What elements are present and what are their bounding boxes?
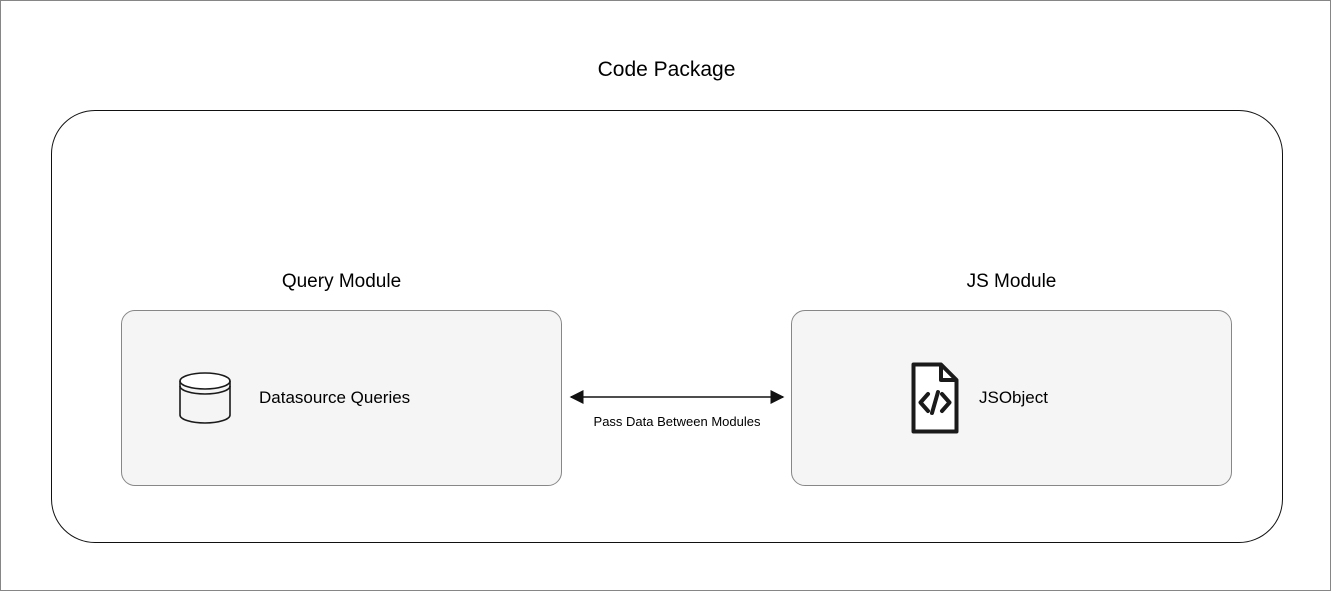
database-icon bbox=[179, 372, 231, 424]
datasource-queries-label: Datasource Queries bbox=[259, 388, 411, 407]
js-module-card-content: JSObject bbox=[792, 311, 1330, 485]
page-title: Code Package bbox=[597, 58, 736, 81]
query-module-card-content: Datasource Queries bbox=[122, 311, 616, 485]
jsobject-label: JSObject bbox=[979, 388, 1048, 407]
query-module-card[interactable]: Datasource Queries bbox=[121, 310, 562, 486]
js-module-title: JS Module bbox=[966, 271, 1057, 292]
pass-data-connector bbox=[569, 390, 785, 404]
query-module-title: Query Module bbox=[281, 271, 402, 292]
code-file-icon bbox=[911, 362, 959, 434]
js-module-card[interactable]: JSObject bbox=[791, 310, 1232, 486]
connector-label: Pass Data Between Modules bbox=[593, 414, 761, 429]
code-package-container bbox=[51, 110, 1283, 543]
